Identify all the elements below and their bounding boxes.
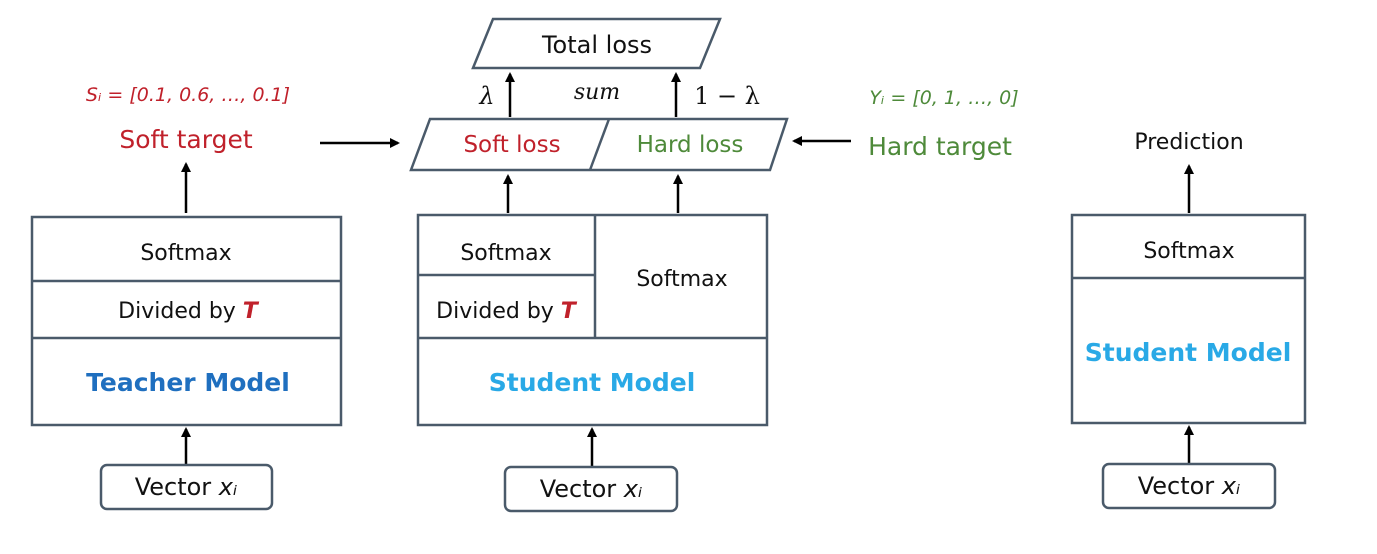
total-loss-label: Total loss [541, 31, 652, 59]
student-infer-vector-box [1101, 462, 1277, 510]
student-train-vector-label: Vector xᵢ [540, 475, 643, 503]
teacher-softmax-label: Softmax [140, 241, 231, 266]
soft-loss-label: Soft loss [463, 132, 560, 158]
student-train-divided-label: Divided by T [436, 299, 578, 324]
student-infer-stack [1070, 213, 1307, 425]
student-infer-softmax-label: Softmax [1143, 239, 1234, 264]
lambda-label: λ [478, 82, 494, 110]
student-train-softmax-left: Softmax [460, 241, 551, 266]
student-train-stack [416, 213, 769, 427]
loss-divider [588, 118, 611, 171]
student-train-softmax-right: Softmax [636, 267, 727, 292]
student-train-model-label: Student Model [489, 368, 696, 397]
soft-target-formula: Sᵢ = [0.1, 0.6, …, 0.1] [86, 84, 290, 106]
hard-target-formula: Yᵢ = [0, 1, …, 0] [869, 87, 1018, 109]
teacher-vector-box [99, 463, 274, 511]
one-minus-lambda-label: 1 − λ [694, 82, 760, 110]
sum-label: sum [574, 80, 620, 105]
teacher-stack [30, 215, 343, 427]
student-infer-model-label: Student Model [1085, 338, 1292, 367]
hard-loss-label: Hard loss [637, 132, 744, 158]
student-train-vector-box [503, 465, 679, 513]
prediction-label: Prediction [1134, 130, 1243, 155]
student-train-temperature: T [561, 299, 578, 324]
teacher-model-label: Teacher Model [86, 368, 290, 397]
total-loss-box [471, 17, 722, 70]
teacher-divided-label: Divided by T [118, 299, 260, 324]
student-infer-vector-label: Vector xᵢ [1138, 472, 1241, 500]
soft-target-label: Soft target [119, 125, 252, 154]
teacher-temperature: T [243, 299, 260, 324]
hard-target-label: Hard target [868, 132, 1012, 161]
teacher-vector-label: Vector xᵢ [135, 473, 238, 501]
